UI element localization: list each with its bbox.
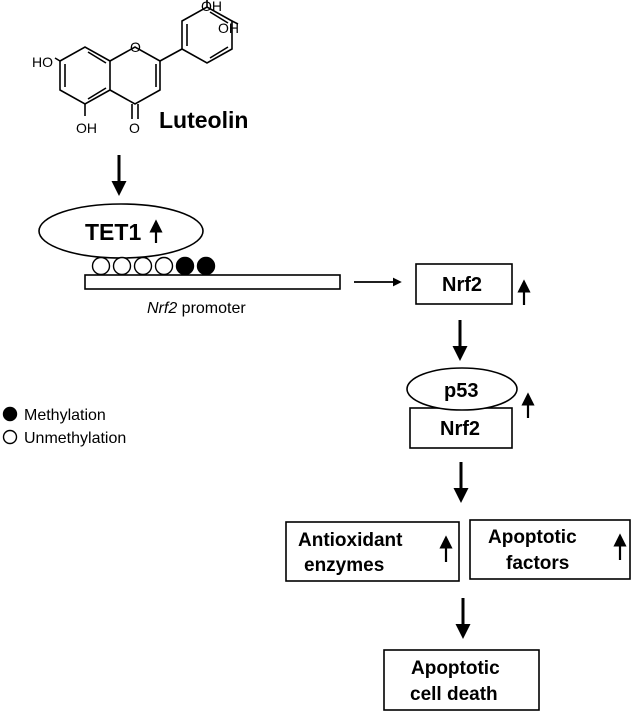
legend-unmethylation-label: Unmethylation [24,430,126,447]
promoter-label: Nrf2 promoter [147,300,246,317]
legend-unmethylation-marker [2,429,18,445]
complex-nrf2-label: Nrf2 [440,418,480,440]
oh-label-bottom: OH [76,120,97,136]
cpg-site-methylated [175,256,195,276]
antioxidant-line2: enzymes [304,555,384,576]
carbonyl-oxygen-label: O [129,120,140,136]
ring-oxygen-label: O [130,39,141,55]
cell-death-line1: Apoptotic [411,658,500,679]
promoter-bar [84,274,341,290]
complex-nrf2-box [409,407,513,449]
legend-methylation-label: Methylation [24,407,106,424]
luteolin-label: Luteolin [159,107,248,133]
luteolin-structure [54,0,239,119]
p53-label: p53 [444,380,478,402]
promoter-gene: Nrf2 [147,300,177,317]
apoptotic-factors-line2: factors [506,553,569,574]
antioxidant-line1: Antioxidant [298,530,403,551]
oh-label-top: OH [201,0,222,14]
cpg-site-unmethylated [133,256,153,276]
cpg-site-unmethylated [154,256,174,276]
oh-label-right: OH [218,20,239,36]
legend-methylation-marker [2,406,18,422]
cpg-site-unmethylated [91,256,111,276]
cpg-site-methylated [196,256,216,276]
cell-death-line2: cell death [410,684,498,705]
nrf2-label: Nrf2 [442,274,482,296]
p53-ellipse [406,367,518,411]
apoptotic-factors-line1: Apoptotic [488,527,577,548]
ho-label-left: HO [32,54,53,70]
cpg-site-unmethylated [112,256,132,276]
cpg-sites [91,256,216,276]
antioxidant-box [285,521,460,582]
promoter-suffix: promoter [177,300,246,317]
cell-death-box [383,649,540,711]
tet1-label: TET1 [85,219,141,245]
nrf2-box [415,263,513,305]
apoptotic-factors-box [469,519,631,580]
legend: Methylation Unmethylation [2,406,126,447]
